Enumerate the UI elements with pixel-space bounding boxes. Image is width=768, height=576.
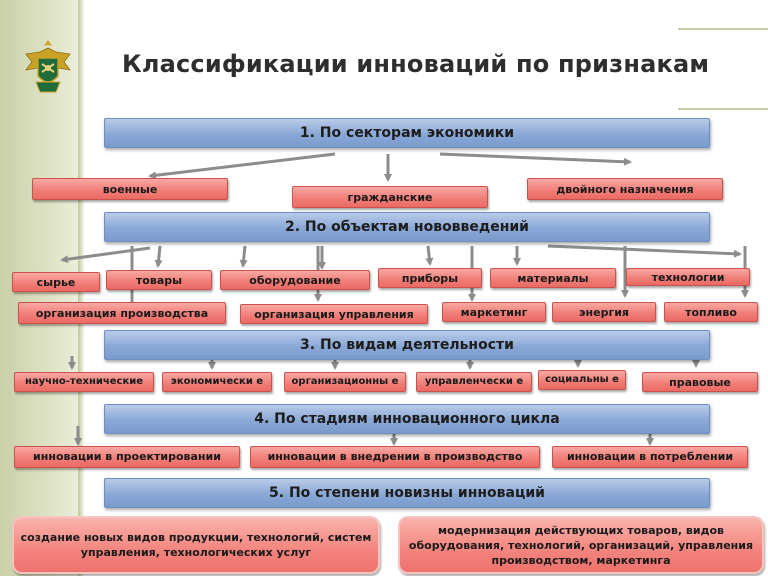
section-header-2: 2. По объектам нововведений bbox=[104, 212, 710, 242]
item-production-organization: организация производства bbox=[18, 302, 226, 324]
item-organizational: организационны е bbox=[284, 372, 406, 392]
item-civil: гражданские bbox=[292, 186, 488, 208]
arrow bbox=[425, 245, 434, 266]
arrow bbox=[148, 152, 336, 180]
item-legal: правовые bbox=[642, 372, 758, 392]
section-header-3: 3. По видам деятельности bbox=[104, 330, 710, 360]
arrow bbox=[239, 245, 248, 268]
item-consumption-innovations: инновации в потреблении bbox=[552, 446, 748, 468]
item-technologies: технологии bbox=[626, 268, 750, 286]
item-marketing: маркетинг bbox=[442, 302, 546, 322]
item-energy: энергия bbox=[552, 302, 656, 322]
arrow bbox=[547, 244, 742, 258]
item-equipment: оборудование bbox=[220, 270, 370, 290]
customs-emblem-icon bbox=[25, 40, 71, 93]
item-military: военные bbox=[32, 178, 228, 200]
item-implementation-innovations: инновации в внедрении в производство bbox=[250, 446, 540, 468]
section-header-1: 1. По секторам экономики bbox=[104, 118, 710, 148]
section-header-4: 4. По стадиям инновационного цикла bbox=[104, 404, 710, 434]
page-title: Классификации инноваций по признакам bbox=[122, 50, 710, 78]
decor-line bbox=[678, 108, 768, 110]
item-dual-use: двойного назначения bbox=[527, 178, 723, 200]
arrow bbox=[154, 245, 163, 268]
item-modernization: модернизация действующих товаров, видов … bbox=[398, 516, 764, 574]
item-managerial: управленчески е bbox=[416, 372, 532, 392]
item-goods: товары bbox=[106, 270, 212, 290]
arrow bbox=[439, 152, 632, 166]
arrow bbox=[60, 246, 151, 264]
item-materials: материалы bbox=[490, 268, 616, 288]
item-design-innovations: инновации в проектировании bbox=[14, 446, 240, 468]
section-header-5: 5. По степени новизны инноваций bbox=[104, 478, 710, 508]
item-raw-materials: сырье bbox=[12, 272, 100, 292]
item-economic: экономически е bbox=[162, 372, 272, 392]
item-management-organization: организация управления bbox=[240, 304, 428, 324]
decor-line bbox=[678, 28, 768, 30]
item-new-products: создание новых видов продукции, технолог… bbox=[12, 516, 380, 574]
item-devices: приборы bbox=[378, 268, 482, 288]
item-social: социальны е bbox=[538, 370, 626, 390]
item-scientific-technical: научно-технические bbox=[14, 372, 154, 392]
item-fuel: топливо bbox=[664, 302, 758, 322]
